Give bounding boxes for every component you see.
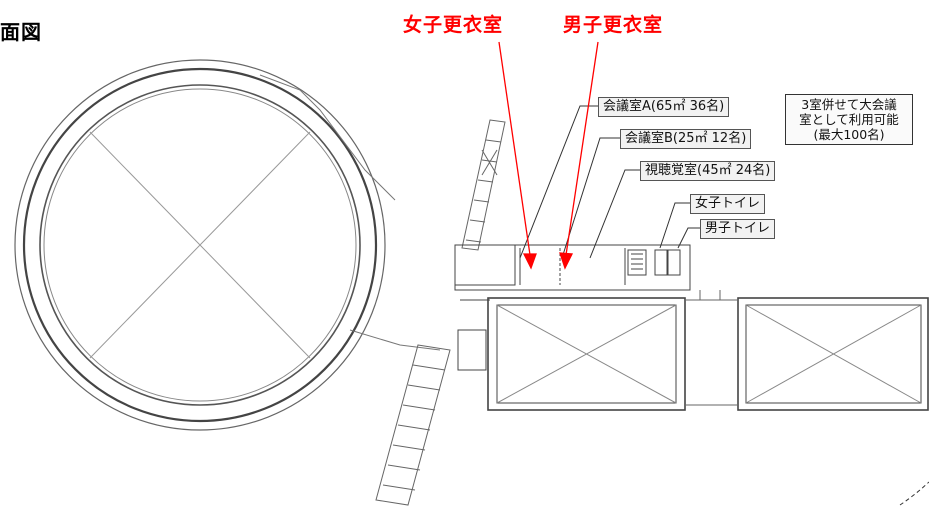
page-title: 面図 xyxy=(0,20,42,44)
mens-changing-room-label: 男子更衣室 xyxy=(563,14,664,36)
note-line-3: (最大100名) xyxy=(813,127,885,142)
combined-room-note: 3室併せて大会議 室として利用可能 (最大100名) xyxy=(785,94,913,145)
note-line-1: 3室併せて大会議 xyxy=(801,97,897,112)
corridor xyxy=(685,290,738,406)
note-line-2: 室として利用可能 xyxy=(799,112,899,127)
arena-circle xyxy=(14,59,441,431)
boundary-arc xyxy=(899,481,929,506)
upper-ramp xyxy=(461,119,506,251)
womens-changing-room-label: 女子更衣室 xyxy=(403,14,504,36)
meeting-room-b-label: 会議室B(25㎡ 12名) xyxy=(620,129,752,149)
womens-toilet-label: 女子トイレ xyxy=(690,194,766,214)
mens-toilet-label: 男子トイレ xyxy=(700,219,776,239)
lower-ramp xyxy=(375,344,451,506)
gym-left xyxy=(487,297,686,411)
gym-right xyxy=(737,297,929,411)
connector-block xyxy=(454,244,691,371)
leader-lines xyxy=(519,105,700,259)
red-arrows xyxy=(498,41,599,270)
meeting-room-a-label: 会議室A(65㎡ 36名) xyxy=(598,97,730,117)
av-room-label: 視聴覚室(45㎡ 24名) xyxy=(640,161,776,181)
